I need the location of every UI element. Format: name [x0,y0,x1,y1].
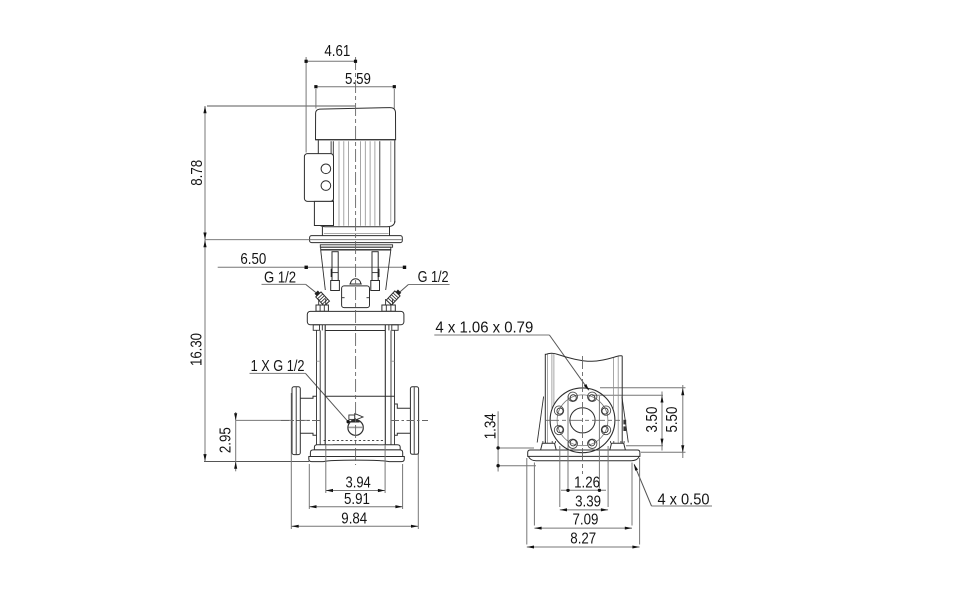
svg-text:9.84: 9.84 [341,511,367,528]
svg-text:5.59: 5.59 [345,71,371,88]
svg-text:4.61: 4.61 [324,43,350,60]
svg-text:7.09: 7.09 [573,512,599,529]
svg-text:G 1/2: G 1/2 [264,269,296,286]
svg-text:3.39: 3.39 [575,493,601,510]
svg-text:8.27: 8.27 [570,531,596,548]
svg-text:5.91: 5.91 [344,491,370,508]
svg-text:1.34: 1.34 [483,413,500,439]
svg-text:4 x 1.06 x 0.79: 4 x 1.06 x 0.79 [435,319,533,336]
svg-text:8.78: 8.78 [189,160,206,186]
svg-text:3.50: 3.50 [644,407,661,433]
svg-text:1.26: 1.26 [574,474,600,491]
svg-text:2.95: 2.95 [217,427,234,453]
svg-text:G 1/2: G 1/2 [418,269,449,286]
svg-text:4 x 0.50: 4 x 0.50 [658,492,710,509]
svg-text:6.50: 6.50 [240,251,266,268]
svg-text:3.94: 3.94 [346,475,372,492]
svg-text:1 X G 1/2: 1 X G 1/2 [251,358,305,375]
svg-text:16.30: 16.30 [189,333,206,366]
svg-text:5.50: 5.50 [664,407,681,433]
